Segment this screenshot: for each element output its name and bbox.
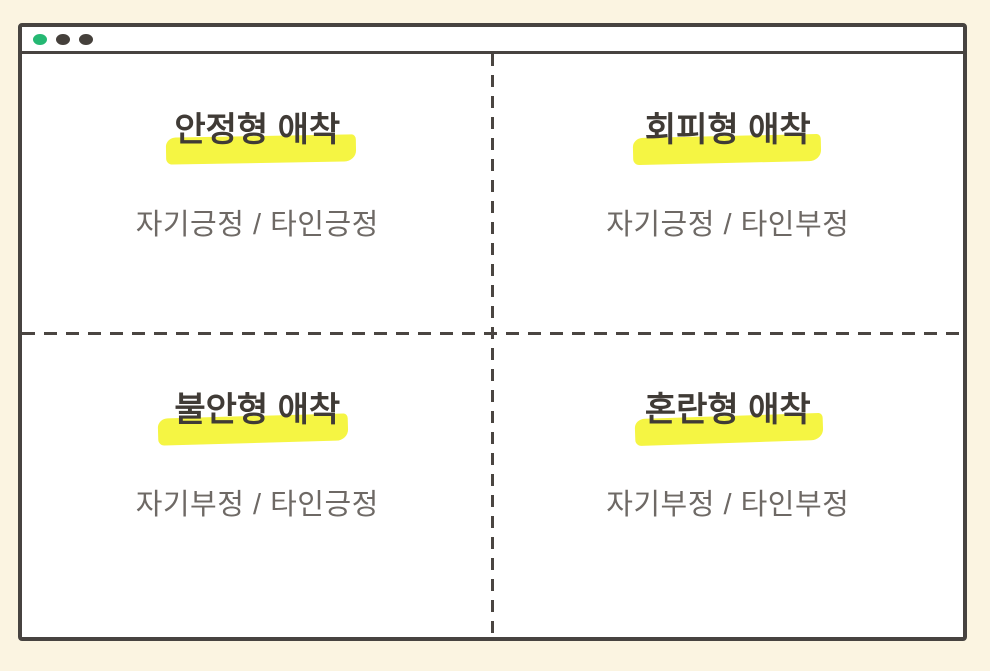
horizontal-dashed-divider (22, 332, 963, 336)
quadrant-title: 불안형 애착 (174, 390, 341, 429)
quadrant-title: 안정형 애착 (174, 111, 341, 149)
quadrant-anxious-attachment: 불안형 애착 자기부정 / 타인긍정 (22, 334, 493, 637)
quadrant-title-wrap: 회피형 애착 (632, 110, 821, 165)
quadrant-title-wrap: 불안형 애착 (157, 390, 349, 446)
window-titlebar (22, 27, 963, 54)
quadrant-subtitle: 자기부정 / 타인부정 (606, 488, 850, 521)
quadrant-disorganized-attachment: 혼란형 애착 자기부정 / 타인부정 (493, 334, 964, 637)
window-control-dot-2[interactable] (79, 33, 93, 45)
quadrant-secure-attachment: 안정형 애착 자기긍정 / 타인긍정 (22, 54, 493, 334)
quadrant-grid: 안정형 애착 자기긍정 / 타인긍정 회피형 애착 자기긍정 / 타인부정 불안… (22, 54, 963, 637)
vertical-dashed-divider (491, 54, 494, 637)
quadrant-subtitle: 자기긍정 / 타인긍정 (135, 208, 379, 241)
quadrant-title-wrap: 혼란형 애착 (634, 390, 824, 446)
window-control-dot-green[interactable] (33, 33, 47, 45)
window-control-dot-1[interactable] (56, 33, 70, 45)
browser-window: 안정형 애착 자기긍정 / 타인긍정 회피형 애착 자기긍정 / 타인부정 불안… (18, 23, 967, 641)
quadrant-avoidant-attachment: 회피형 애착 자기긍정 / 타인부정 (493, 54, 964, 334)
quadrant-subtitle: 자기부정 / 타인긍정 (135, 488, 379, 521)
quadrant-title: 혼란형 애착 (644, 390, 811, 429)
quadrant-title: 회피형 애착 (644, 111, 811, 149)
quadrant-subtitle: 자기긍정 / 타인부정 (606, 208, 850, 241)
quadrant-title-wrap: 안정형 애착 (166, 110, 357, 165)
